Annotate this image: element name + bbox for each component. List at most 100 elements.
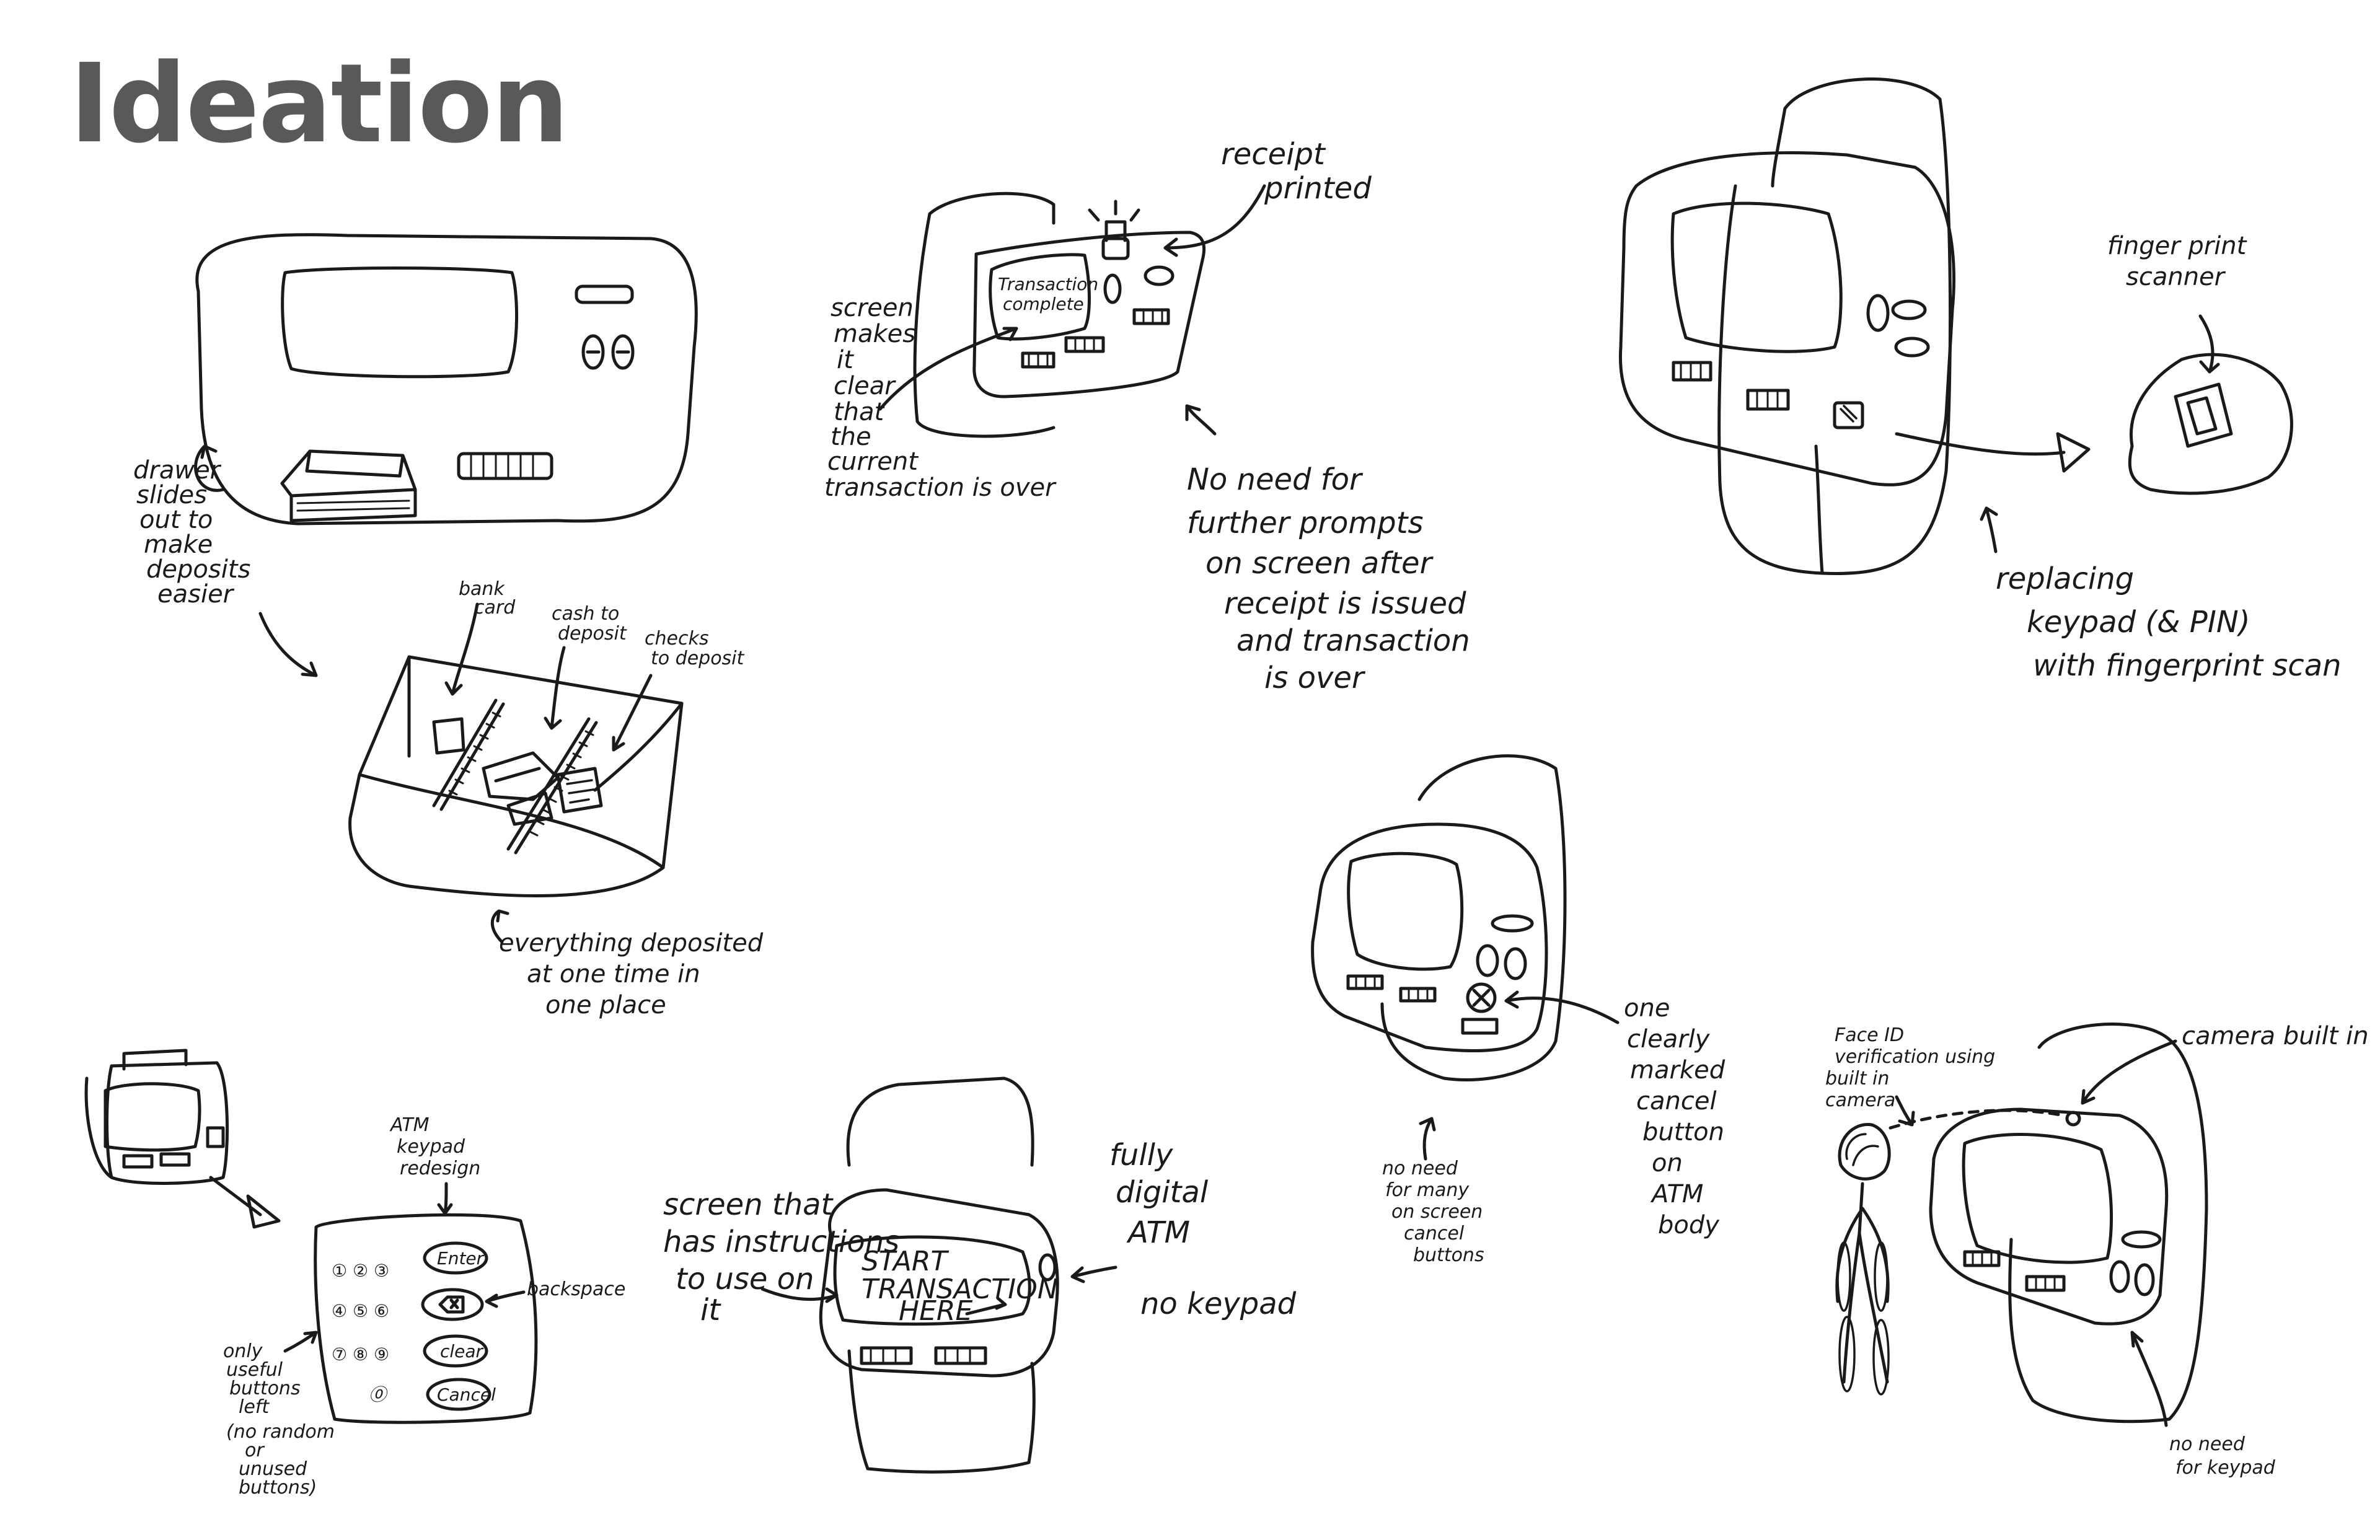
sketch-stroke bbox=[426, 1378, 491, 1411]
handwritten-note-line: transaction is over bbox=[824, 473, 1057, 502]
handwritten-note-line: scanner bbox=[2126, 263, 2226, 291]
handwritten-note-line: left bbox=[239, 1396, 270, 1418]
handwritten-note-line: has instructions bbox=[663, 1225, 899, 1259]
divider-2 bbox=[506, 717, 598, 855]
sketch-stroke bbox=[122, 1049, 188, 1071]
handwritten-note-line: button bbox=[1642, 1118, 1724, 1146]
cash-in-drawer bbox=[482, 751, 560, 826]
sketch-stroke bbox=[1461, 1018, 1499, 1035]
handwritten-note-line: keypad bbox=[397, 1136, 465, 1158]
handwritten-note-line: fully bbox=[1109, 1138, 1173, 1173]
sketch-stroke bbox=[1680, 363, 1779, 408]
drawer-down-arrow bbox=[258, 612, 318, 677]
button-up bbox=[581, 334, 605, 370]
handwritten-note: replacing keypad (& PIN) with fingerprin… bbox=[1996, 561, 2342, 683]
sketch-stroke bbox=[1866, 294, 1890, 332]
deposit-drawer bbox=[280, 449, 417, 522]
sketch-cancel-button-atm: one clearly marked cancel button on ATM … bbox=[1311, 754, 1726, 1266]
divider-1 bbox=[432, 698, 505, 811]
handwritten-note-line: at one time in bbox=[527, 960, 700, 988]
handwritten-note: only useful buttons left (no random or u… bbox=[223, 1340, 341, 1498]
handwritten-note-line: keypad (& PIN) bbox=[2027, 605, 2250, 640]
handwritten-note-line: slides bbox=[136, 481, 207, 509]
handwritten-note-line: HERE bbox=[899, 1295, 972, 1327]
handwritten-note-line: the bbox=[831, 423, 871, 451]
sketch-stroke bbox=[1838, 1316, 1856, 1393]
button-down bbox=[611, 334, 635, 370]
handwritten-note-line: clearly bbox=[1627, 1025, 1711, 1054]
sketch-drawer-detail: bank card cash to deposit checks to depo… bbox=[348, 578, 764, 1019]
sketch-stroke bbox=[1355, 976, 1429, 1001]
sketch-stroke bbox=[1504, 947, 1527, 980]
handwritten-note-line: camera bbox=[1825, 1089, 1895, 1111]
sketch-stroke bbox=[2025, 1275, 2066, 1292]
handwritten-note: camera built in bbox=[2182, 1022, 2369, 1050]
screen-2 bbox=[1670, 201, 1843, 353]
handwritten-note-line: card bbox=[474, 597, 516, 618]
handwritten-note: no need for many on screen cancel button… bbox=[1382, 1158, 1489, 1266]
sketch-stroke bbox=[1746, 389, 1790, 411]
atm-tower bbox=[1717, 77, 1952, 575]
handwritten-note-line: receipt bbox=[1221, 137, 1326, 172]
sketch-stroke bbox=[934, 1346, 987, 1365]
page-title: Ideation bbox=[69, 40, 569, 167]
handwritten-note-line: screen bbox=[831, 294, 914, 322]
sketch-stroke bbox=[407, 655, 684, 792]
sketch-stroke bbox=[1972, 1252, 2056, 1290]
sketch-keypad-redesign: ① ② ③ ④ ⑤ ⑥ ⑦ ⑧ ⑨ ⓪ Enter clear Cancel b… bbox=[84, 1049, 625, 1498]
to-scanner-arrow bbox=[1895, 432, 2091, 473]
handwritten-note-line: redesign bbox=[400, 1158, 480, 1179]
handwritten-note-line: TRANSACTION bbox=[862, 1274, 1058, 1305]
handwritten-note-line: drawer bbox=[133, 456, 222, 485]
handwritten-note-line: No need for bbox=[1187, 462, 1364, 497]
handwritten-note-line: (no random bbox=[226, 1421, 335, 1443]
handwritten-note: START TRANSACTION HERE bbox=[862, 1246, 1067, 1327]
handwritten-note-line: Face ID bbox=[1835, 1024, 1904, 1046]
handwritten-note-line: ④ ⑤ ⑥ bbox=[332, 1301, 389, 1321]
handwritten-note-line: for keypad bbox=[2175, 1457, 2276, 1479]
handwritten-note-line: body bbox=[1658, 1211, 1720, 1239]
handwritten-note: ① ② ③ ④ ⑤ ⑥ ⑦ ⑧ ⑨ ⓪ bbox=[332, 1261, 395, 1405]
handwritten-note-line: only bbox=[223, 1340, 263, 1362]
cancel-button-circle bbox=[1466, 982, 1497, 1013]
handwritten-note-line: cash to bbox=[552, 603, 619, 625]
handwritten-note-line: for many bbox=[1385, 1179, 1470, 1201]
no-keypad-arrow bbox=[2130, 1331, 2168, 1427]
sketch-stroke bbox=[1472, 988, 1491, 1007]
handwritten-note-line: further prompts bbox=[1187, 506, 1423, 540]
everything-arrow bbox=[490, 909, 509, 944]
handwritten-note-line: to deposit bbox=[651, 648, 745, 669]
instructions-arrow bbox=[760, 1287, 839, 1303]
handwritten-note-line: no need bbox=[2169, 1433, 2246, 1455]
handwritten-note-line: built in bbox=[1825, 1068, 1889, 1089]
handwritten-note-line: that bbox=[834, 398, 885, 426]
handwritten-note-line: ATM bbox=[1650, 1180, 1703, 1208]
sketch-stroke bbox=[870, 1349, 971, 1363]
sketch-stroke bbox=[1491, 914, 1534, 933]
sketch-stroke bbox=[421, 1288, 484, 1321]
handwritten-note-line: on screen bbox=[1391, 1201, 1483, 1223]
handwritten-note: bank card bbox=[459, 578, 516, 618]
sketch-stroke bbox=[860, 1346, 913, 1365]
sketch-stroke bbox=[470, 454, 534, 478]
handwritten-note-line: on screen after bbox=[1205, 546, 1434, 581]
cash-arrow bbox=[544, 646, 566, 730]
handwritten-note-line: digital bbox=[1116, 1175, 1209, 1210]
handwritten-note-line: with fingerprint scan bbox=[2033, 648, 2342, 683]
handwritten-note-line: make bbox=[144, 530, 213, 559]
handwritten-note-line: buttons) bbox=[239, 1477, 317, 1498]
bank-card-in-drawer bbox=[432, 717, 465, 755]
handwritten-note-line: one place bbox=[545, 991, 666, 1019]
handwritten-note-line: is over bbox=[1264, 661, 1366, 695]
sketch-stroke bbox=[206, 1126, 225, 1148]
sketch-stroke bbox=[566, 779, 595, 804]
sketch-stroke bbox=[1144, 265, 1175, 286]
camera-arrow bbox=[2081, 1039, 2177, 1105]
cash-slot bbox=[457, 452, 553, 480]
handwritten-note-line: current bbox=[827, 447, 919, 476]
handwritten-note: No need for further prompts on screen af… bbox=[1187, 462, 1479, 695]
handwritten-note: Transaction complete bbox=[998, 274, 1104, 314]
sketch-stroke bbox=[122, 1154, 154, 1169]
screen-start bbox=[833, 1235, 1031, 1326]
card-slot bbox=[575, 284, 634, 304]
